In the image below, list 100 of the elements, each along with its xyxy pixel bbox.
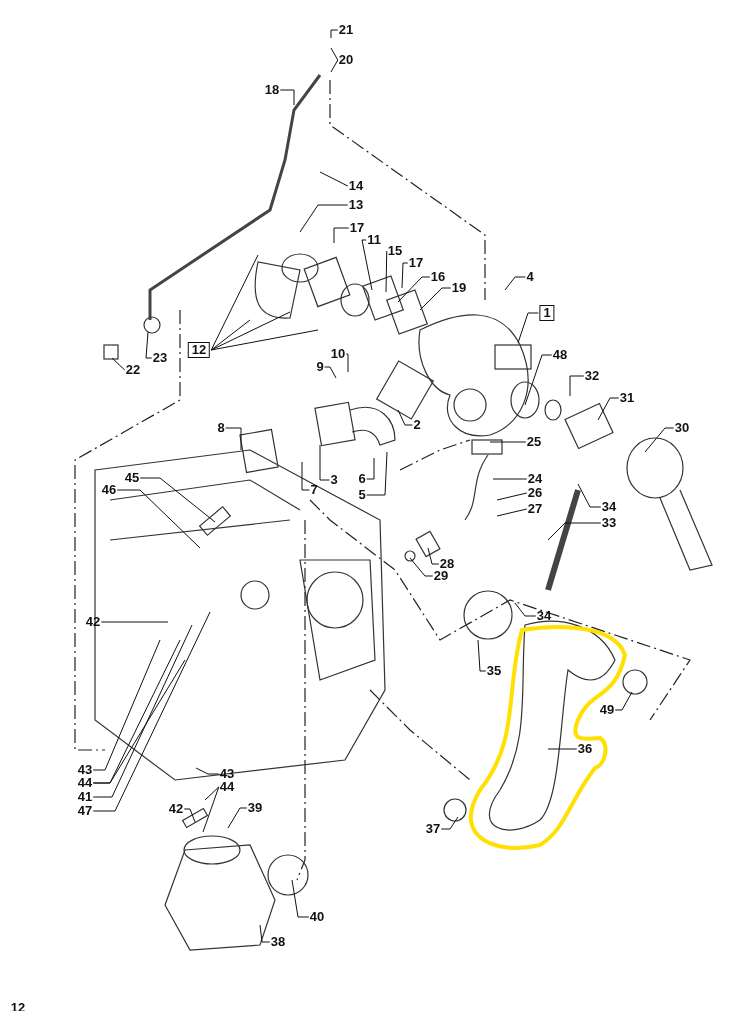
- leader-line: [202, 786, 220, 833]
- leader-line: [139, 477, 216, 523]
- leader-line: [385, 250, 388, 293]
- leader-line: [366, 457, 375, 480]
- leader-line: [299, 204, 349, 233]
- leader-line: [227, 807, 248, 829]
- callout-number: 19: [451, 281, 467, 295]
- leader-line: [330, 29, 339, 39]
- callout-number: 10: [330, 347, 346, 361]
- leader-line: [597, 397, 620, 421]
- leader-line: [195, 767, 220, 775]
- leader-line: [324, 366, 337, 379]
- callout-number: 36: [577, 742, 593, 756]
- callout-number: 49: [599, 703, 615, 717]
- callout-number: 15: [387, 244, 403, 258]
- leader-line: [489, 441, 527, 443]
- leader-line: [427, 547, 440, 565]
- callout-number: 25: [526, 435, 542, 449]
- callout-number: 42: [85, 615, 101, 629]
- leader-line: [397, 409, 413, 426]
- callout-number: 13: [348, 198, 364, 212]
- callout-number: 11: [367, 233, 381, 247]
- callout-number: 30: [674, 421, 690, 435]
- leader-line: [577, 483, 602, 508]
- callout-number: 37: [425, 822, 441, 836]
- leader-line: [210, 319, 251, 351]
- callout-number: 27: [527, 502, 543, 516]
- callout-number: 4: [526, 270, 534, 284]
- leader-line: [259, 924, 271, 943]
- callout-number: 29: [433, 569, 449, 583]
- callout-number: 44: [219, 780, 235, 794]
- leader-line: [614, 691, 633, 711]
- callout-number: 35: [486, 664, 502, 678]
- leader-line: [116, 489, 201, 549]
- leader-line: [92, 624, 193, 798]
- callout-number: 23: [152, 351, 168, 365]
- leader-line: [517, 312, 539, 344]
- leader-line: [409, 557, 434, 577]
- callout-number: 33: [601, 516, 617, 530]
- leader-line: [547, 522, 602, 541]
- leader-line: [644, 427, 675, 453]
- callout-number: 40: [309, 910, 325, 924]
- leader-line: [210, 254, 259, 351]
- callout-number: 6: [358, 472, 366, 486]
- leader-line: [92, 611, 211, 812]
- callout-number: 32: [584, 369, 600, 383]
- leader-line: [225, 427, 242, 451]
- leader-line: [547, 748, 578, 750]
- callout-number: 43: [77, 763, 93, 777]
- callout-number: 5: [358, 488, 366, 502]
- leader-line: [496, 492, 528, 501]
- leader-line: [111, 357, 126, 371]
- leader-line: [279, 89, 295, 106]
- leader-line: [524, 354, 553, 406]
- callout-number: 46: [101, 483, 117, 497]
- callout-number: 21: [338, 23, 354, 37]
- leader-line: [301, 461, 310, 491]
- leader-line: [419, 287, 452, 311]
- leader-line: [492, 478, 528, 480]
- leader-line: [204, 786, 220, 801]
- leader-line: [183, 808, 196, 823]
- callout-number: 24: [527, 472, 543, 486]
- callout-number: 2: [413, 418, 421, 432]
- callout-number: 34: [601, 500, 617, 514]
- callout-number: 31: [619, 391, 635, 405]
- leader-line: [397, 276, 431, 303]
- callout-number: 17: [349, 221, 365, 235]
- callout-number: 39: [247, 801, 263, 815]
- leader-line: [514, 602, 537, 617]
- leader-line: [401, 262, 409, 289]
- leader-line: [145, 331, 153, 359]
- leader-line: [210, 311, 291, 351]
- leader-line: [345, 353, 349, 373]
- leader-line: [361, 239, 373, 291]
- callout-number: 47: [77, 804, 93, 818]
- leader-line: [504, 276, 526, 291]
- boxed-callout-number: 12: [187, 342, 211, 358]
- boxed-callout-number: 1: [539, 305, 555, 321]
- callout-number: 44: [77, 776, 93, 790]
- leader-line: [333, 227, 350, 244]
- callout-number: 41: [77, 790, 93, 804]
- leader-line: [330, 47, 339, 61]
- leader-line: [477, 639, 487, 672]
- callout-number: 38: [270, 935, 286, 949]
- leader-line: [100, 621, 169, 623]
- callout-number: 17: [408, 256, 424, 270]
- leader-line: [319, 444, 330, 481]
- leader-line: [569, 375, 585, 397]
- leader-line: [319, 171, 349, 187]
- leader-line: [330, 59, 339, 73]
- leader-line: [92, 639, 161, 771]
- callout-number: 3: [330, 473, 338, 487]
- leader-line: [440, 816, 459, 830]
- callout-number: 7: [310, 483, 318, 497]
- leader-line: [210, 329, 319, 351]
- callout-number: 22: [125, 363, 141, 377]
- callout-number: 34: [536, 609, 552, 623]
- leader-line: [92, 659, 186, 784]
- callout-number: 42: [168, 802, 184, 816]
- callout-number: 18: [264, 83, 280, 97]
